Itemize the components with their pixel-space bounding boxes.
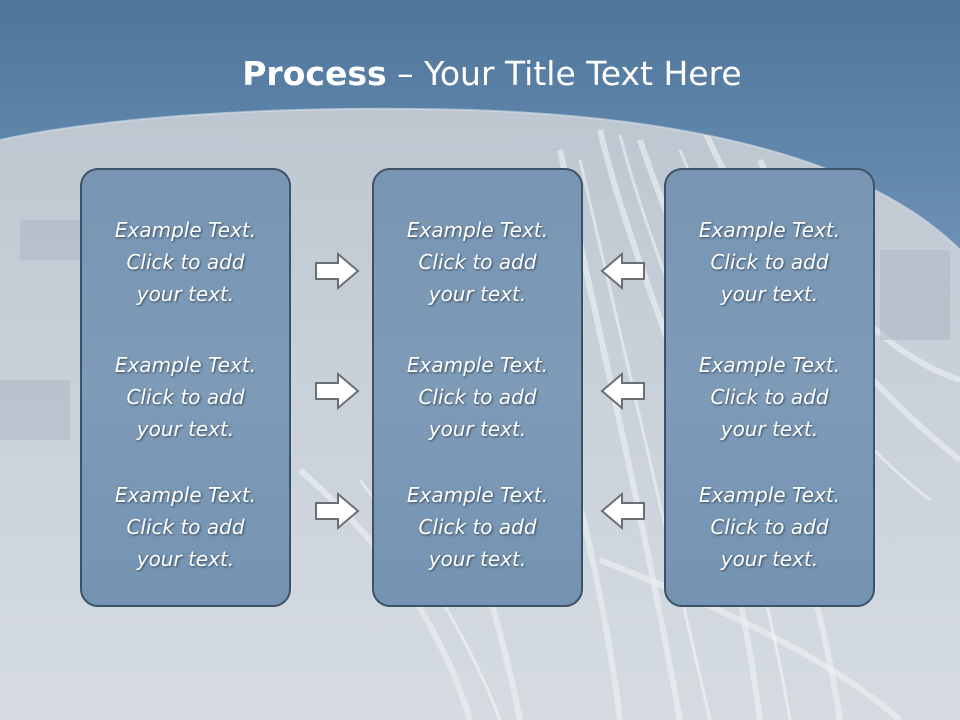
process-box-center[interactable]: Example Text. Click to add your text. Ex… <box>372 168 583 607</box>
left-arrow-icon[interactable] <box>598 371 646 411</box>
text-line: your text. <box>720 547 819 571</box>
text-line: Example Text. <box>114 483 257 507</box>
text-line: Example Text. <box>406 218 549 242</box>
text-block[interactable]: Example Text. Click to add your text. <box>666 214 873 310</box>
text-line: your text. <box>428 417 527 441</box>
right-arrow-icon[interactable] <box>314 371 362 411</box>
right-arrow-icon[interactable] <box>314 491 362 531</box>
text-block[interactable]: Example Text. Click to add your text. <box>82 479 289 575</box>
text-block[interactable]: Example Text. Click to add your text. <box>666 349 873 445</box>
text-line: your text. <box>136 547 235 571</box>
text-line: Click to add <box>126 385 245 409</box>
text-block[interactable]: Example Text. Click to add your text. <box>374 479 581 575</box>
text-line: Example Text. <box>698 483 841 507</box>
text-block[interactable]: Example Text. Click to add your text. <box>82 349 289 445</box>
text-line: Click to add <box>126 515 245 539</box>
text-line: your text. <box>136 417 235 441</box>
title-rest-part: – Your Title Text Here <box>386 54 742 93</box>
process-box-right[interactable]: Example Text. Click to add your text. Ex… <box>664 168 875 607</box>
left-arrow-icon[interactable] <box>598 251 646 291</box>
text-line: Example Text. <box>698 218 841 242</box>
text-line: Example Text. <box>114 353 257 377</box>
text-block[interactable]: Example Text. Click to add your text. <box>82 214 289 310</box>
text-line: Example Text. <box>406 353 549 377</box>
text-line: Click to add <box>126 250 245 274</box>
text-line: your text. <box>720 417 819 441</box>
process-box-left[interactable]: Example Text. Click to add your text. Ex… <box>80 168 291 607</box>
text-line: Example Text. <box>698 353 841 377</box>
text-line: Click to add <box>418 385 537 409</box>
text-line: your text. <box>720 282 819 306</box>
text-line: your text. <box>428 547 527 571</box>
text-line: Click to add <box>418 515 537 539</box>
left-arrow-icon[interactable] <box>598 491 646 531</box>
text-line: Click to add <box>418 250 537 274</box>
text-line: your text. <box>136 282 235 306</box>
text-block[interactable]: Example Text. Click to add your text. <box>374 214 581 310</box>
slide-title: Process – Your Title Text Here <box>0 54 960 93</box>
text-block[interactable]: Example Text. Click to add your text. <box>666 479 873 575</box>
title-bold-part: Process <box>242 54 387 93</box>
text-line: Example Text. <box>406 483 549 507</box>
text-line: Click to add <box>710 250 829 274</box>
text-line: Example Text. <box>114 218 257 242</box>
text-line: Click to add <box>710 515 829 539</box>
right-arrow-icon[interactable] <box>314 251 362 291</box>
text-block[interactable]: Example Text. Click to add your text. <box>374 349 581 445</box>
text-line: Click to add <box>710 385 829 409</box>
text-line: your text. <box>428 282 527 306</box>
